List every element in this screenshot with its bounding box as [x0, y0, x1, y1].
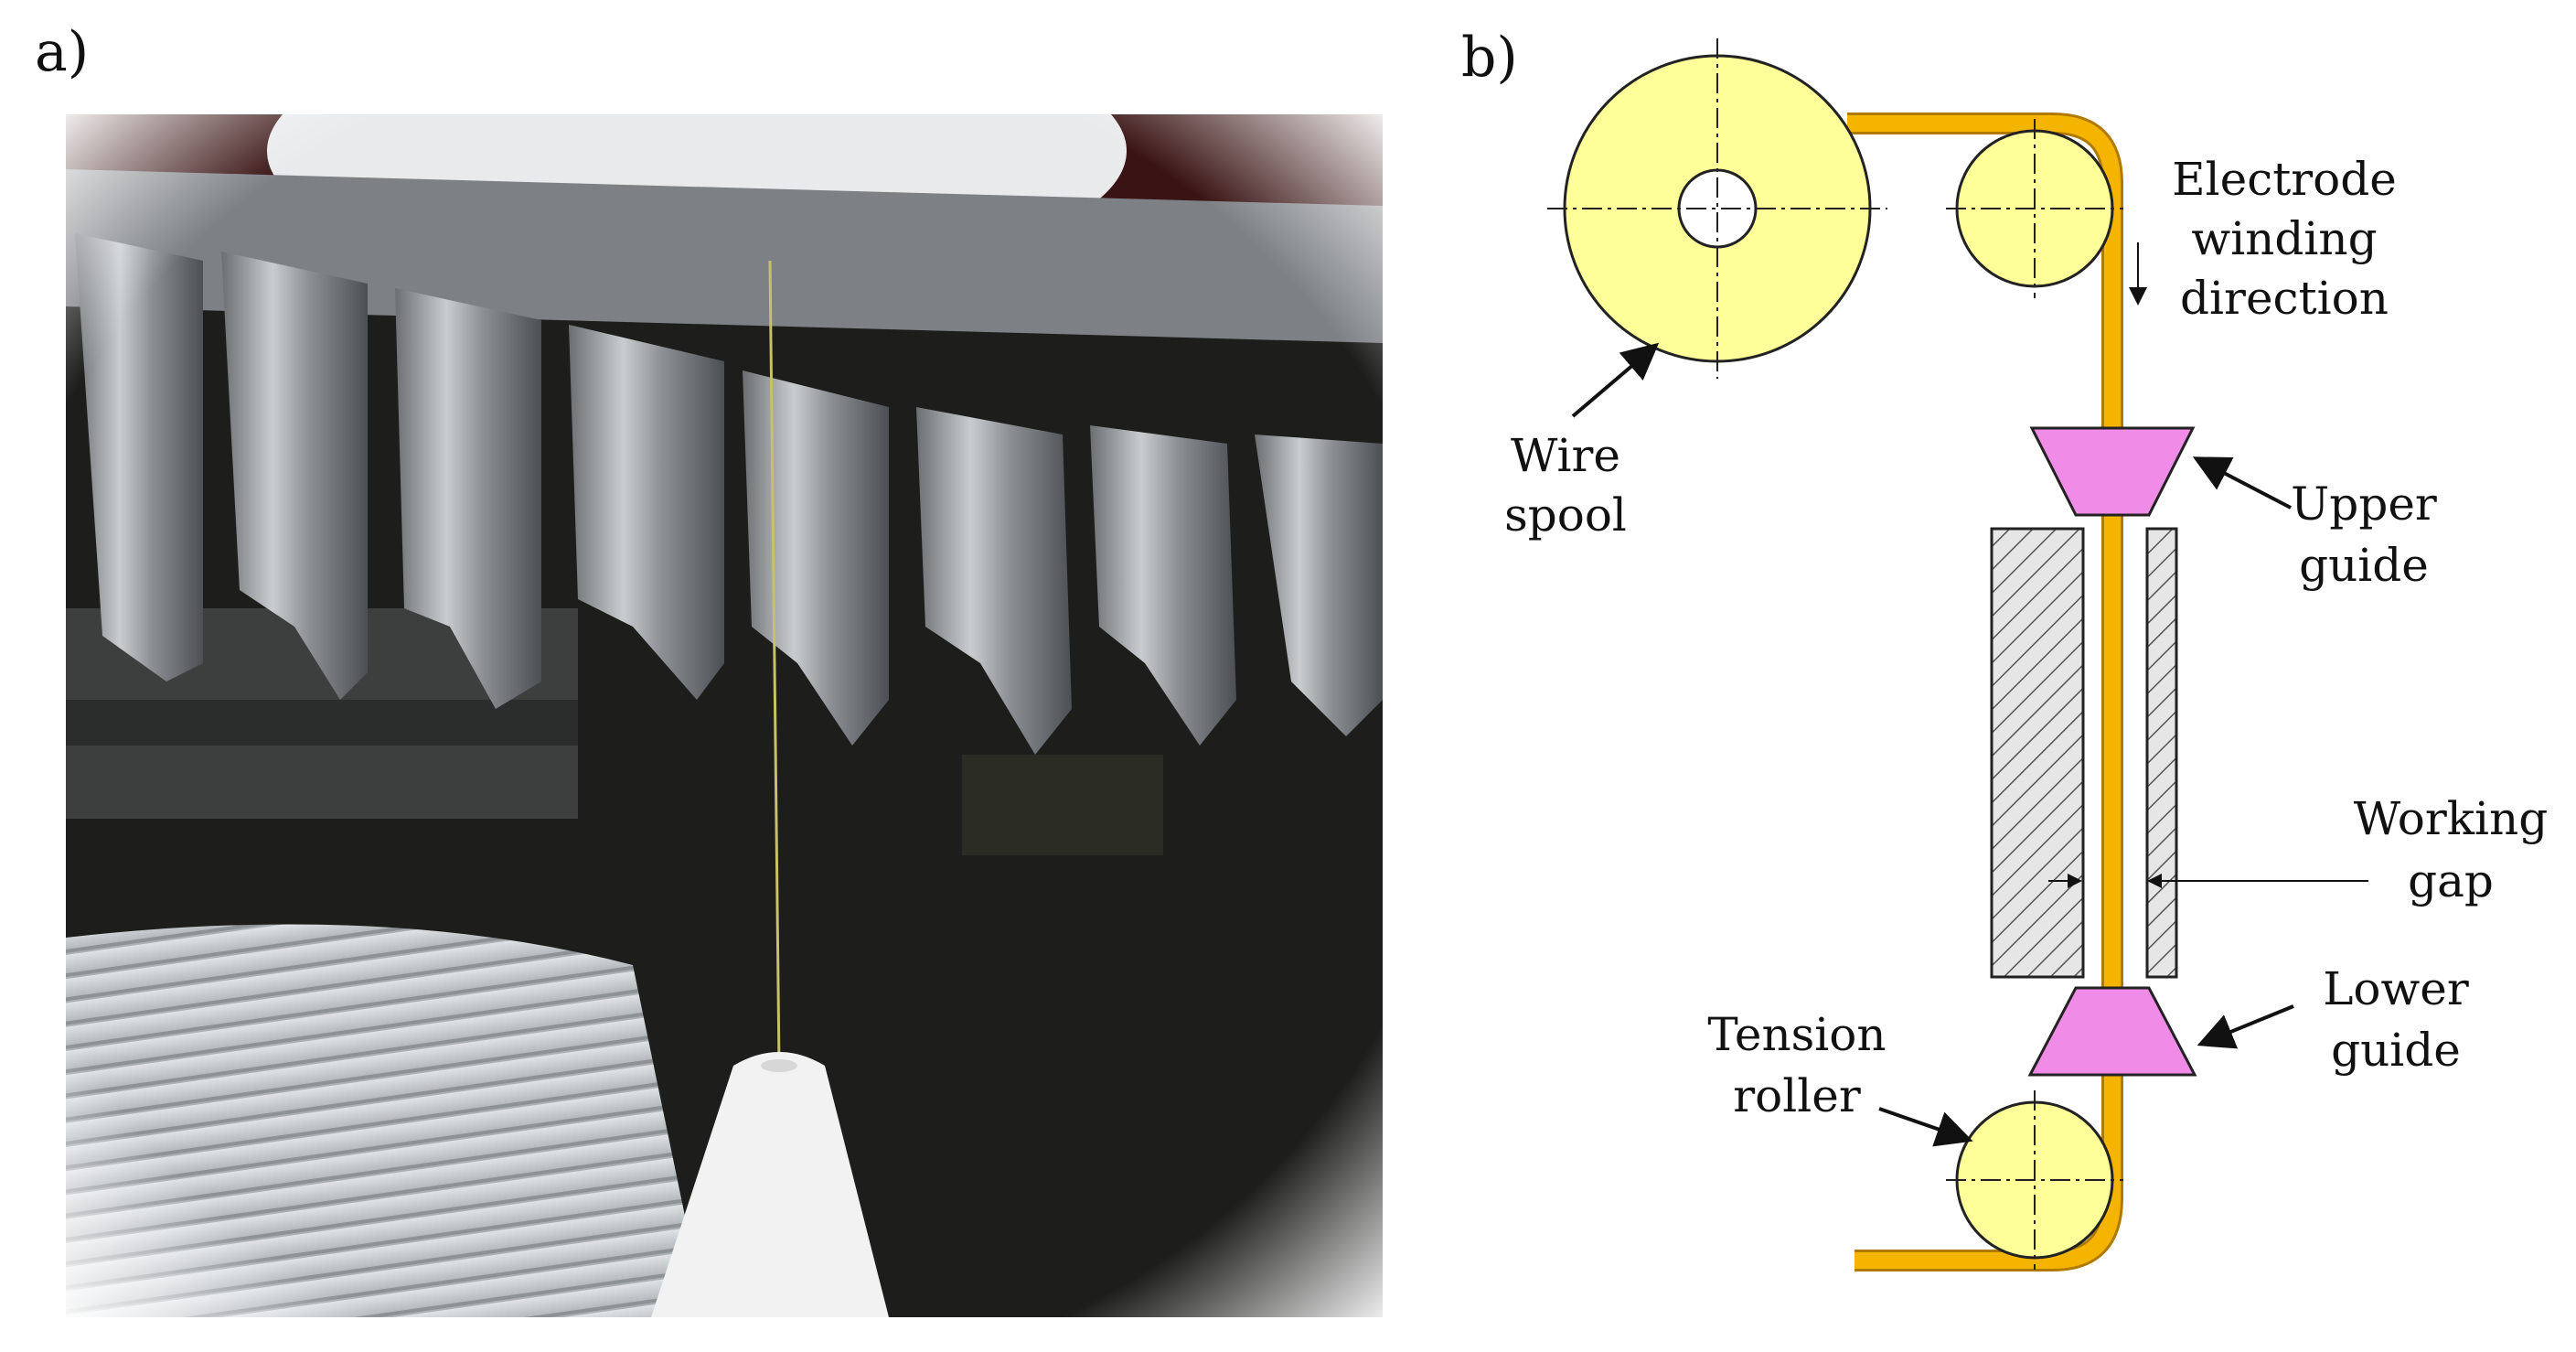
lower-guide-leader: [2197, 1004, 2294, 1049]
label-upper-guide-line2: guide: [2299, 539, 2429, 592]
label-upper-guide-line1: Upper: [2291, 477, 2437, 531]
label-upper-guide: Upper guide: [2291, 477, 2437, 592]
panel-b-label: b): [1461, 26, 1518, 90]
label-lower-guide-line1: Lower: [2323, 962, 2469, 1015]
wire-spool-leader: [1571, 342, 1660, 418]
wire-spool: [1547, 38, 1887, 379]
tension-roller: [1946, 1090, 2123, 1270]
label-lower-guide: Lower guide: [2323, 962, 2469, 1077]
label-ewd-line2: winding: [2191, 212, 2377, 265]
label-lower-guide-line2: guide: [2331, 1024, 2461, 1077]
panel-a-label: a): [35, 20, 90, 84]
label-working-gap-line2: gap: [2408, 854, 2494, 907]
tension-roller-leader: [1878, 1107, 1973, 1147]
label-electrode-winding-direction: Electrode winding direction: [2172, 153, 2397, 325]
lower-guide: [2027, 986, 2197, 1077]
label-wire-spool-line2: spool: [1504, 488, 1627, 542]
upper-guide-leader: [2192, 456, 2292, 510]
label-wire-spool-line1: Wire: [1511, 429, 1620, 482]
wire-edm-schematic: Wire spool Electrode winding direction U…: [1504, 38, 2549, 1272]
workpiece-right: [2145, 527, 2178, 979]
upper-guide: [2029, 426, 2196, 517]
label-tension-roller-line1: Tension: [1707, 1008, 1886, 1061]
label-ewd-line1: Electrode: [2172, 153, 2397, 206]
label-tension-roller: Tension roller: [1707, 1008, 1886, 1122]
label-working-gap: Working gap: [2354, 792, 2549, 907]
label-tension-roller-line2: roller: [1733, 1069, 1861, 1122]
label-wire-spool: Wire spool: [1504, 429, 1627, 542]
wire-edm-gear-photo: [66, 114, 1383, 1317]
label-working-gap-line1: Working: [2354, 792, 2549, 845]
upper-pulley: [1946, 119, 2123, 298]
label-ewd-line3: direction: [2180, 272, 2389, 325]
workpiece-left: [1990, 527, 2085, 979]
